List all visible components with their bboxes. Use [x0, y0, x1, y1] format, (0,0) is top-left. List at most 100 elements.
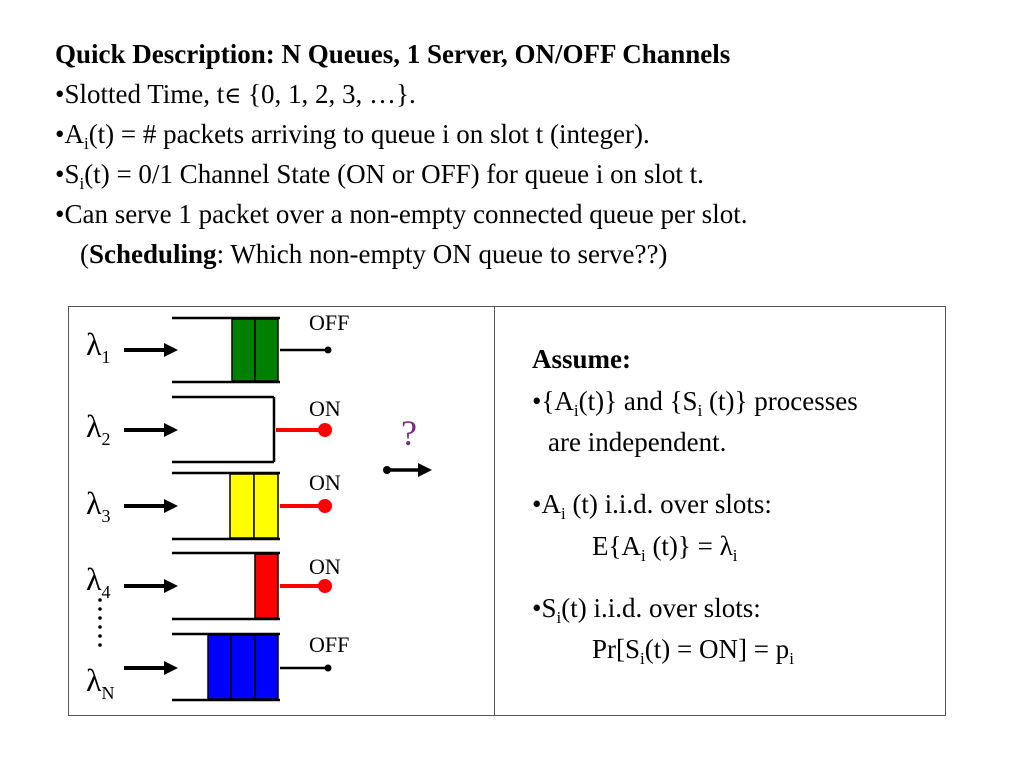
text: {A: [541, 386, 574, 416]
text: (t)} = λ: [645, 531, 733, 561]
diagram-frame: [68, 306, 946, 716]
server-arrow: [383, 463, 432, 477]
bullet-channel-state: •Si(t) = 0/1 Channel State (ON or OFF) f…: [55, 158, 704, 193]
arrow-head: [164, 661, 178, 675]
subscript: i: [83, 134, 89, 153]
lambda-4: λ4: [86, 561, 111, 601]
queue-3: [124, 471, 332, 541]
text: (t) i.i.d. over slots:: [565, 489, 772, 519]
assume-independent: •{Ai(t)} and {Si (t)} processes: [532, 385, 858, 420]
subscript: 4: [101, 582, 111, 602]
bullet-slotted-time: •Slotted Time, t∈ {0, 1, 2, 3, …}.: [55, 78, 416, 112]
channel-label-2: ON: [309, 396, 341, 421]
subscript: i: [79, 174, 85, 193]
lambda-symbol: λ: [86, 561, 102, 597]
subscript: i: [573, 401, 579, 420]
text: (t) = ON] = p: [644, 634, 790, 664]
queue-n: [124, 632, 332, 702]
arrival-mean-formula: E{Ai (t)} = λi: [592, 530, 738, 565]
variable: S: [64, 159, 80, 189]
channel-label-1: OFF: [309, 310, 350, 335]
bullet-mark: •: [532, 593, 542, 623]
arrow-head: [418, 463, 432, 477]
scheduling-keyword: Scheduling: [89, 239, 217, 269]
channel-node: [324, 346, 332, 354]
text: A: [541, 489, 561, 519]
bullet-mark: •: [55, 159, 65, 189]
scheduling-text: : Which non-empty ON queue to serve??): [216, 239, 668, 269]
channel-prob-formula: Pr[Si(t) = ON] = pi: [592, 633, 794, 668]
arrow-head: [164, 423, 178, 437]
lambda-2: λ2: [86, 408, 111, 448]
bullet-mark: •: [532, 489, 542, 519]
bullet-text: (t) = # packets arriving to queue i on s…: [88, 119, 650, 149]
packet: [231, 318, 256, 382]
subscript: i: [789, 649, 794, 668]
bullet-text: Can serve 1 packet over a non-empty conn…: [64, 199, 748, 229]
packet: [253, 473, 279, 539]
variable: A: [64, 119, 84, 149]
subscript: i: [640, 546, 646, 565]
scheduling-note: (Scheduling: Which non-empty ON queue to…: [80, 238, 667, 270]
channel-node-on: [318, 423, 332, 437]
subscript: i: [697, 401, 703, 420]
assume-independent-cont: are independent.: [548, 427, 727, 457]
lambda-symbol: λ: [86, 326, 102, 362]
subscript: 2: [101, 429, 111, 449]
channel-node-on: [318, 579, 332, 593]
ellipsis-dots: [98, 598, 102, 647]
subscript: i: [640, 649, 645, 668]
packet: [230, 634, 256, 700]
queue-2: [124, 395, 332, 464]
bullet-serve: •Can serve 1 packet over a non-empty con…: [55, 198, 747, 230]
bullet-arrivals: •Ai(t) = # packets arriving to queue i o…: [55, 118, 650, 153]
channel-label-4: ON: [309, 554, 341, 579]
bullet-text: Slotted Time, t: [64, 79, 225, 109]
packet: [254, 634, 279, 700]
text: (t)} processes: [702, 386, 858, 416]
subscript: i: [560, 504, 566, 523]
subscript: 1: [101, 347, 111, 367]
element-of-symbol: ∈: [224, 83, 242, 108]
assume-title: Assume:: [532, 344, 631, 374]
subscript: N: [101, 683, 115, 703]
bullet-mark: •: [55, 79, 65, 109]
subscript: i: [556, 608, 562, 627]
lambda-symbol: λ: [86, 408, 102, 444]
assume-arrivals-iid: •Ai (t) i.i.d. over slots:: [532, 488, 772, 523]
text: E{A: [592, 531, 641, 561]
arrow-head: [164, 499, 178, 513]
bullet-mark: •: [55, 119, 65, 149]
queue-4: [124, 551, 332, 621]
arrow-head: [164, 343, 178, 357]
channel-node-on: [318, 499, 332, 513]
queue-1: [124, 316, 332, 384]
text: S: [541, 593, 557, 623]
lambda-1: λ1: [86, 326, 111, 366]
packet: [229, 473, 255, 539]
scheduling-question-mark: ?: [401, 413, 417, 453]
arrow-head: [164, 579, 178, 593]
packet: [254, 553, 279, 619]
subscript: 3: [101, 506, 111, 526]
packet: [207, 634, 232, 700]
channel-node: [324, 664, 332, 672]
bullet-text: (t) = 0/1 Channel State (ON or OFF) for …: [84, 159, 704, 189]
bullet-mark: •: [532, 386, 542, 416]
frame-divider: [494, 306, 495, 716]
slide-title: Quick Description: N Queues, 1 Server, O…: [55, 39, 731, 69]
text: Pr[S: [592, 634, 641, 664]
channel-label-3: ON: [309, 470, 341, 495]
channel-label-n: OFF: [309, 632, 350, 657]
bullet-text: {0, 1, 2, 3, …}.: [241, 79, 416, 109]
subscript: i: [732, 546, 738, 565]
text: (t) i.i.d. over slots:: [561, 593, 761, 623]
bullet-mark: •: [55, 199, 65, 229]
packet: [254, 318, 279, 382]
assume-channels-iid: •Si(t) i.i.d. over slots:: [532, 592, 761, 627]
lambda-n: λN: [86, 664, 115, 702]
paren: (: [80, 239, 89, 269]
text: (t)} and {S: [578, 386, 698, 416]
lambda-3: λ3: [86, 487, 111, 525]
